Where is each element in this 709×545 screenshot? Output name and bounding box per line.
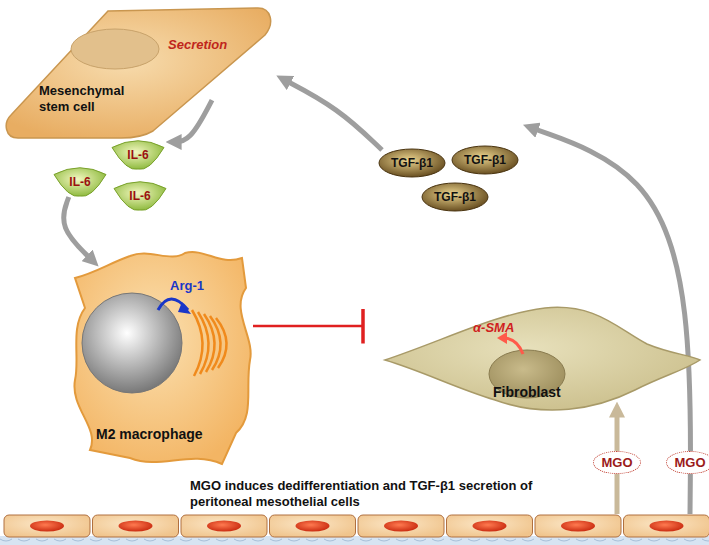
cytokine-shape: IL-6	[110, 140, 166, 170]
edge-label: MGO	[666, 451, 709, 474]
stem-cell: Mesenchymal stem cell Secretion	[3, 3, 278, 138]
inhibition-line	[253, 325, 363, 328]
node-text: α-SMA	[473, 320, 514, 336]
cytokine-shape: IL-6	[52, 167, 108, 197]
cytokine-shape: TGF-β1	[378, 148, 446, 178]
fibroblast-cell: α-SMA Fibroblast	[385, 298, 700, 420]
node-outline	[385, 298, 700, 420]
node-text: Fibroblast	[493, 384, 561, 401]
edge-label: MGO	[593, 451, 640, 474]
node-text: IL-6	[129, 189, 150, 203]
node-outline	[3, 3, 278, 138]
node-text: M2 macrophage	[96, 426, 203, 443]
cytokine-shape: TGF-β1	[421, 182, 489, 212]
cytokine-shape: TGF-β1	[451, 145, 519, 175]
mesothelial-layer: MGO induces dedifferentiation and TGF-β1…	[0, 478, 709, 545]
arrow-connector	[282, 79, 382, 150]
macrophage-cell: Arg-1 M2 macrophage	[70, 248, 255, 470]
mesothelial-cells	[0, 515, 709, 545]
node-text: IL-6	[127, 148, 148, 162]
endoplasmic-reticulum	[192, 310, 227, 376]
arrow-connector	[64, 197, 94, 262]
node-text: Arg-1	[170, 278, 204, 294]
node-text: TGF-β1	[434, 190, 476, 204]
node-text: Secretion	[168, 37, 227, 53]
node-text: IL-6	[69, 175, 90, 189]
node-text: TGF-β1	[391, 156, 433, 170]
node-text: TGF-β1	[464, 153, 506, 167]
node-text: Mesenchymal stem cell	[39, 83, 143, 114]
cytokine-shape: IL-6	[112, 181, 168, 211]
node-text: MGO induces dedifferentiation and TGF-β1…	[190, 478, 535, 509]
